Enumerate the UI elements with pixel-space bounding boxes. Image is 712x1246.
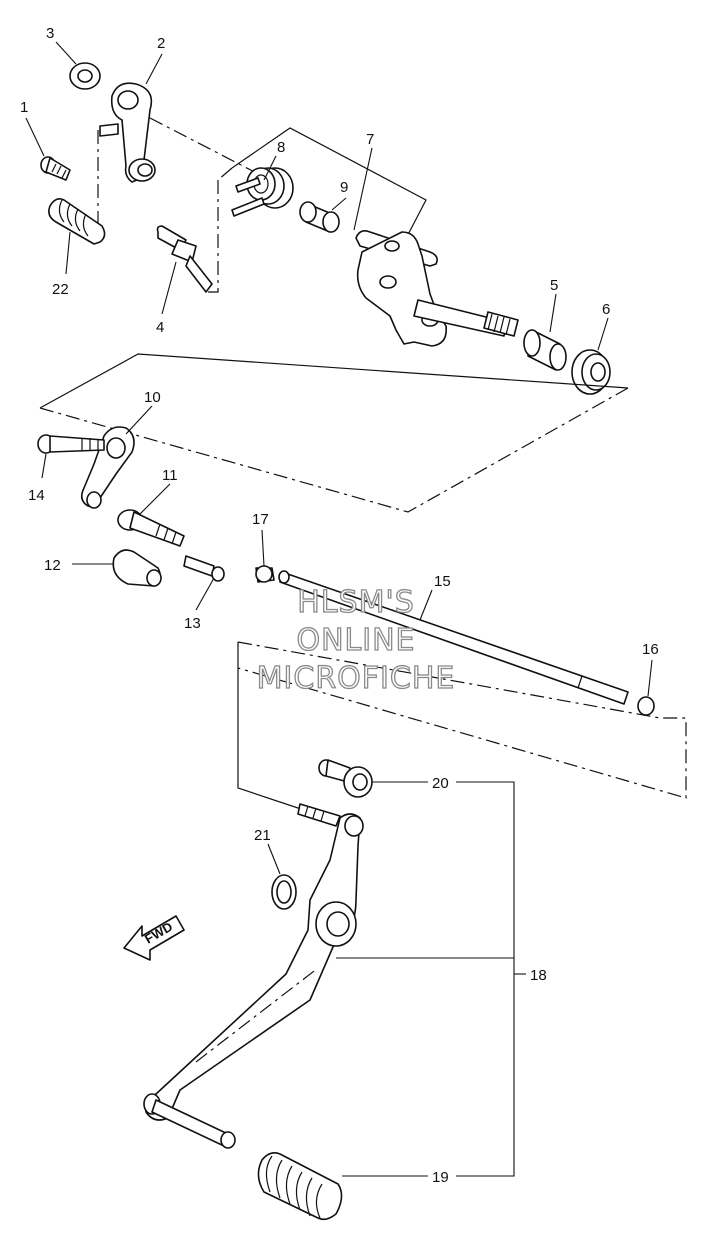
callout-18[interactable]: 18 — [530, 967, 547, 984]
bolt-part-1[interactable] — [40, 156, 71, 181]
oil-seal-part-6[interactable] — [571, 349, 611, 395]
torsion-spring-part-8[interactable] — [231, 167, 294, 217]
callout-3[interactable]: 3 — [46, 25, 54, 42]
bolt-part-14[interactable] — [37, 434, 105, 454]
callout-5[interactable]: 5 — [550, 277, 558, 294]
nut-part-16[interactable] — [637, 696, 655, 716]
spring-part-22[interactable] — [48, 198, 106, 245]
callout-6[interactable]: 6 — [602, 301, 610, 318]
washer-part-3[interactable] — [69, 62, 101, 90]
callout-numbers: 1 2 3 4 5 6 7 8 9 10 11 12 13 14 15 16 1… — [20, 25, 659, 1186]
leader-lines — [25, 41, 653, 1177]
callout-22[interactable]: 22 — [52, 281, 69, 298]
washer-part-21[interactable] — [271, 874, 297, 910]
boot-part-12[interactable] — [112, 549, 162, 587]
middle-assembly-outline — [39, 353, 629, 513]
shift-rod-part-15[interactable] — [278, 570, 629, 705]
callout-15[interactable]: 15 — [434, 573, 451, 590]
collar-part-9[interactable] — [299, 201, 340, 233]
callout-2[interactable]: 2 — [157, 35, 165, 52]
lower-assembly-outline — [237, 641, 687, 813]
nut-part-17[interactable] — [255, 565, 275, 583]
bolt-part-13[interactable] — [183, 555, 225, 582]
pedal-rubber-part-19[interactable] — [257, 1152, 343, 1221]
collar-part-5[interactable] — [523, 329, 567, 371]
callout-21[interactable]: 21 — [254, 827, 271, 844]
callout-20[interactable]: 20 — [432, 775, 449, 792]
stud-bolt-part-4[interactable] — [156, 225, 213, 293]
callout-13[interactable]: 13 — [184, 615, 201, 632]
callout-16[interactable]: 16 — [642, 641, 659, 658]
watermark: HLSM'S ONLINE MICROFICHE — [256, 584, 456, 696]
callout-4[interactable]: 4 — [156, 319, 164, 336]
callout-7[interactable]: 7 — [366, 131, 374, 148]
shift-arm-part-10[interactable] — [80, 426, 135, 509]
watermark-line-3: MICROFICHE — [257, 661, 456, 696]
callout-17[interactable]: 17 — [252, 511, 269, 528]
pivot-bolt-part-20[interactable] — [318, 759, 373, 798]
callout-10[interactable]: 10 — [144, 389, 161, 406]
callout-8[interactable]: 8 — [277, 139, 285, 156]
watermark-line-2: ONLINE — [296, 623, 415, 658]
watermark-line-1: HLSM'S — [297, 585, 415, 620]
stopper-lever-part-2[interactable] — [99, 82, 156, 183]
callout-11[interactable]: 11 — [162, 467, 178, 484]
shift-shaft-part-7[interactable] — [355, 230, 519, 347]
callout-19[interactable]: 19 — [432, 1169, 449, 1186]
rod-end-part-11[interactable] — [117, 509, 185, 547]
shift-pedal-part-18[interactable] — [143, 813, 364, 1149]
callout-12[interactable]: 12 — [44, 557, 61, 574]
callout-14[interactable]: 14 — [28, 487, 45, 504]
callout-1[interactable]: 1 — [20, 99, 28, 116]
pedal-stud-bolt[interactable] — [297, 803, 341, 827]
callout-9[interactable]: 9 — [340, 179, 348, 196]
forward-direction-arrow: FWD — [123, 915, 185, 961]
upper-assembly-outline — [97, 117, 427, 293]
